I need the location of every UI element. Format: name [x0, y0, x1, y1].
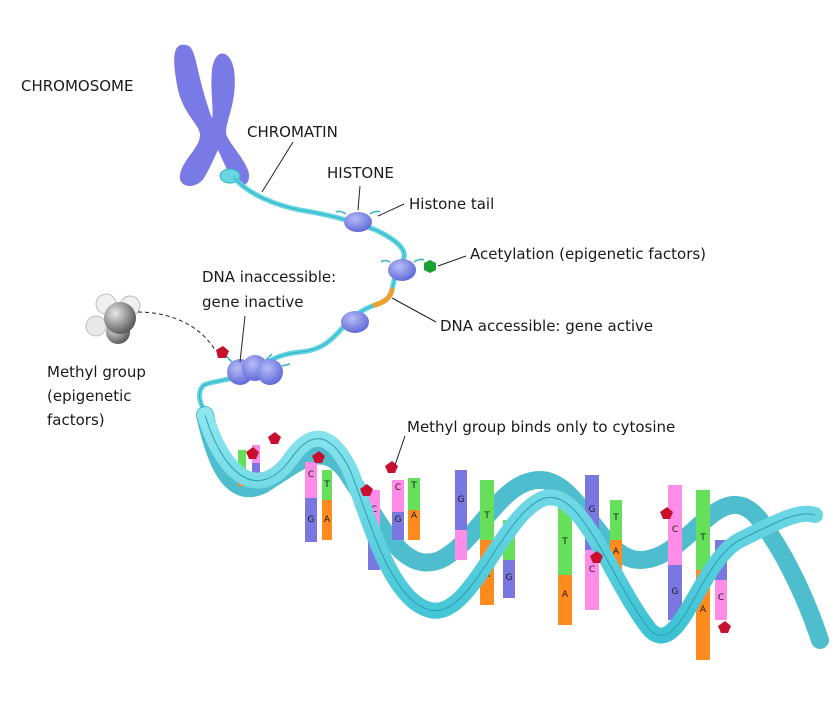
histone-condensed-cluster [225, 353, 291, 385]
histone-top [335, 210, 381, 232]
svg-text:T: T [612, 513, 619, 523]
methyl-binds-cytosine-label: Methyl group binds only to cytosine [407, 418, 675, 436]
dna-double-helix: C G T A C G C G T A G T A G T A G C T A … [196, 406, 829, 660]
svg-text:C: C [672, 525, 678, 535]
methyl-marker-icon [590, 551, 603, 563]
svg-text:T: T [561, 537, 568, 547]
methyl-marker-icon [312, 451, 325, 463]
acetylation-marker-icon [424, 260, 436, 273]
histone-label: HISTONE [327, 164, 394, 182]
svg-text:A: A [411, 511, 418, 521]
chromosome-shape [174, 44, 250, 186]
svg-text:C: C [308, 470, 314, 480]
dna-inaccessible-label-line2: gene inactive [202, 293, 304, 311]
svg-text:T: T [699, 533, 706, 543]
svg-text:T: T [410, 481, 417, 491]
svg-text:C: C [718, 593, 724, 603]
histone-tail-label: Histone tail [409, 195, 494, 213]
svg-text:G: G [458, 495, 465, 505]
svg-text:C: C [395, 483, 401, 493]
svg-text:T: T [483, 511, 490, 521]
svg-text:G: G [672, 587, 679, 597]
dna-accessible-label: DNA accessible: gene active [440, 317, 653, 335]
svg-text:A: A [613, 547, 620, 557]
methyl-marker-icon [360, 484, 373, 496]
methyl-marker-icon [268, 432, 281, 444]
svg-text:A: A [700, 605, 707, 615]
accessible-dna-segment [372, 287, 395, 308]
histone-open [341, 311, 369, 333]
leader-lines [239, 141, 467, 466]
histone-acetylated [380, 258, 425, 281]
svg-text:A: A [324, 515, 331, 525]
histone-methyl-marker-icon [216, 346, 229, 358]
dna-inaccessible-label-line1: DNA inaccessible: [202, 268, 336, 286]
methyl-group-label-line1: Methyl group [47, 363, 146, 381]
methyl-group-label-line2: (epigenetic [47, 387, 132, 405]
methyl-group-molecule-icon [85, 293, 141, 344]
svg-text:C: C [589, 565, 595, 575]
methyl-marker-icon [246, 447, 259, 459]
methyl-marker-icon [718, 621, 731, 633]
methyl-marker-icon [385, 461, 398, 473]
chromatin-label: CHROMATIN [247, 123, 338, 141]
svg-text:C: C [371, 505, 377, 515]
svg-text:G: G [589, 505, 596, 515]
chromosome-label: CHROMOSOME [21, 77, 133, 95]
svg-text:G: G [506, 573, 513, 583]
methyl-group-label-line3: factors) [47, 411, 105, 429]
cytosine-methyl-markers [246, 432, 731, 633]
methyl-dashed-link [137, 311, 216, 351]
methyl-marker-icon [660, 507, 673, 519]
svg-text:T: T [323, 480, 330, 490]
svg-text:A: A [562, 590, 569, 600]
svg-text:G: G [395, 515, 402, 525]
acetylation-label: Acetylation (epigenetic factors) [470, 245, 706, 263]
svg-text:G: G [308, 515, 315, 525]
